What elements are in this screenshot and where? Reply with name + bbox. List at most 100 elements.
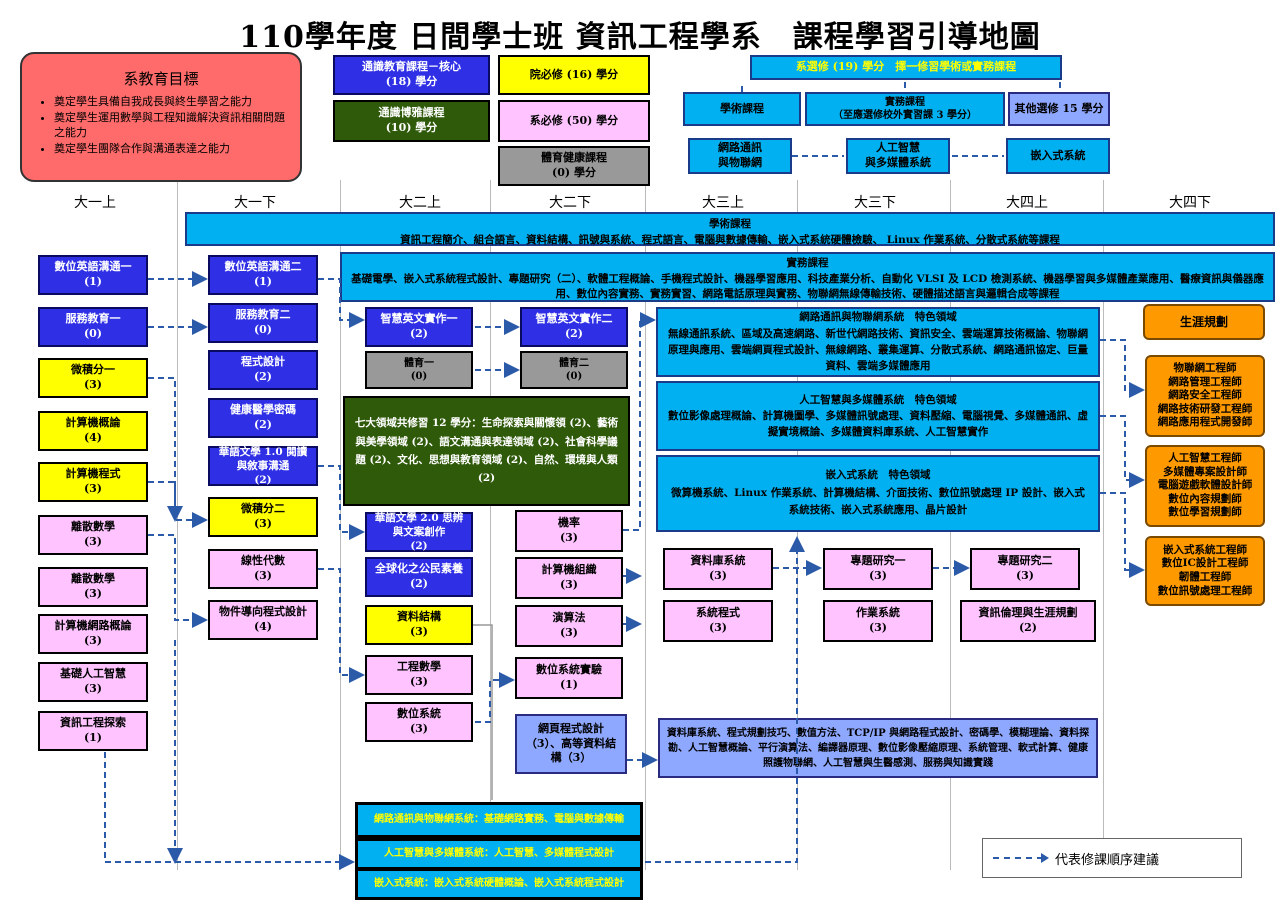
course-name: 服務教育二	[235, 308, 291, 322]
course-name: 微積分一	[71, 363, 115, 377]
course-box: 計算機程式(3)	[38, 462, 148, 502]
ai-mm-domain: 人工智慧 與多媒體系統	[846, 138, 950, 174]
course-box: 系統程式(3)	[663, 600, 773, 642]
course-credits: (3)	[83, 634, 103, 647]
gen-ed-core-credits: 通識教育課程－核心 (18) 學分	[333, 55, 490, 95]
course-credits: (0)	[83, 327, 103, 340]
column-divider	[490, 180, 491, 870]
course-credits: (0)	[565, 371, 583, 382]
course-name: 離散數學	[71, 520, 115, 534]
career-item: 電腦遊戲軟體設計師	[1157, 479, 1253, 492]
legend-text: 代表修課順序建議	[1055, 852, 1160, 868]
course-credits: (2)	[1018, 621, 1038, 634]
course-box: 機率(3)	[515, 510, 623, 552]
column-header: 大一下	[234, 195, 276, 211]
domain-embedded: 嵌入式系統 特色領域 微算機系統、Linux 作業系統、計算機結構、介面技術、數…	[656, 455, 1100, 532]
goal-item: 奠定學生運用數學與工程知識解決資訊相關問題之能力	[54, 111, 290, 140]
course-credits: (2)	[409, 577, 429, 590]
course-credits: (0)	[253, 323, 273, 336]
practical-track-box: 實務課程 （至應選修校外實習課 3 學分）	[805, 92, 1005, 126]
domain-body: 微算機系統、Linux 作業系統、計算機結構、介面技術、數位訊號處理 IP 設計…	[671, 486, 1085, 517]
course-name: 資訊倫理與生涯規劃	[978, 606, 1078, 620]
course-credits: (3)	[868, 569, 888, 582]
course-box: 體育一(0)	[365, 351, 473, 389]
credit-label: 系必修 (50) 學分	[529, 113, 619, 127]
course-name: 專題研究一	[850, 554, 906, 568]
course-name: 微積分二	[241, 502, 285, 516]
course-credits: (2)	[253, 370, 273, 383]
course-credits: (3)	[83, 587, 103, 600]
course-name: 體育二	[559, 357, 589, 369]
course-box: 服務教育二(0)	[208, 303, 318, 343]
career-item: 數位學習規劃師	[1168, 506, 1242, 519]
course-box: 離散數學(3)	[38, 515, 148, 555]
career-title: 生涯規劃	[1179, 314, 1228, 329]
career-item: 網路管理工程師	[1168, 375, 1242, 388]
course-box: 智慧英文實作一(2)	[365, 307, 473, 347]
course-box: 華語文學 2.0 思辨與文案創作(2)	[365, 512, 473, 552]
course-credits: (1)	[253, 275, 273, 288]
course-name: 資料庫系統	[690, 554, 746, 568]
course-box: 微積分二(3)	[208, 497, 318, 537]
course-name: 演算法	[552, 611, 586, 625]
column-header: 大四上	[1006, 195, 1048, 211]
course-box: 數位英語溝通二(1)	[208, 255, 318, 295]
elective-header-text: 系選修 (19) 學分 擇一修習學術或實務課程	[795, 60, 1017, 74]
course-credits: (3)	[83, 378, 103, 391]
course-box: 計算機概論(4)	[38, 411, 148, 451]
course-box: 服務教育一(0)	[38, 307, 148, 347]
column-header: 大二下	[549, 195, 591, 211]
course-box: 計算機網路概論(3)	[38, 614, 148, 654]
course-credits: (4)	[253, 620, 273, 633]
course-credits: (4)	[83, 431, 103, 444]
course-name: 線性代數	[241, 554, 285, 568]
course-name: 工程數學	[397, 660, 441, 674]
domain-body: 無線通訊系統、區域及高速網路、新世代網路技術、資訊安全、雲端運算技術概論、物聯網…	[668, 327, 1088, 373]
course-name: 華語文學 1.0 閱讀與敘事溝通	[218, 445, 308, 472]
banner-title: 實務課程	[786, 257, 829, 269]
course-name: 服務教育一	[65, 312, 121, 326]
course-credits: (3)	[708, 569, 728, 582]
course-name: 數位系統	[397, 707, 441, 721]
column-divider	[177, 180, 178, 870]
column-header: 大二上	[399, 195, 441, 211]
goal-item: 奠定學生具備自我成長與終生學習之能力	[54, 95, 290, 109]
dashed-arrow-icon	[993, 853, 1049, 863]
course-credits: (1)	[83, 275, 103, 288]
career-item: 數位訊號處理工程師	[1157, 584, 1253, 597]
education-goals: 系教育目標 奠定學生具備自我成長與終生學習之能力 奠定學生運用數學與工程知識解決…	[20, 52, 302, 182]
course-credits: (3)	[868, 621, 888, 634]
dept-required-credits: 系必修 (50) 學分	[498, 100, 650, 142]
course-credits: (2)	[564, 327, 584, 340]
course-name: 作業系統	[856, 606, 900, 620]
career-item: 網路應用程式開發師	[1157, 416, 1253, 429]
course-credits: (3)	[559, 578, 579, 591]
other-electives-label: 其他選修 15 學分	[1014, 101, 1104, 115]
course-name: 智慧英文實作一	[380, 312, 458, 326]
elective-list-text: 資料庫系統、程式規劃技巧、數值方法、TCP/IP 與網路程式設計、密碼學、模糊理…	[666, 727, 1090, 769]
career-group-embedded: 嵌入式系統工程師 數位IC設計工程師 韌體工程師 數位訊號處理工程師	[1145, 536, 1265, 606]
net-iot-domain: 網路通訊 與物聯網	[688, 138, 792, 174]
course-box: 專題研究二(3)	[970, 548, 1080, 590]
course-box: 程式設計(2)	[208, 350, 318, 390]
course-name: 專題研究二	[997, 554, 1053, 568]
course-name: 數位英語溝通二	[224, 260, 302, 274]
course-credits: (3)	[253, 569, 273, 582]
course-box: 線性代數(3)	[208, 549, 318, 589]
course-credits: (3)	[83, 682, 103, 695]
course-name: 網頁程式設計（3）、高等資料結構（3）	[525, 721, 617, 765]
course-box: 基礎人工智慧(3)	[38, 662, 148, 702]
course-name: 計算機網路概論	[54, 619, 132, 633]
course-name: 數位英語溝通一	[54, 260, 132, 274]
course-name: 健康醫學密碼	[230, 403, 296, 417]
course-box: 數位英語溝通一(1)	[38, 255, 148, 295]
career-group-ai: 人工智慧工程師 多媒體專案設計師 電腦遊戲軟體設計師 數位內容規劃師 數位學習規…	[1145, 445, 1265, 527]
course-credits: (2)	[410, 540, 428, 553]
general-ed-text: 七大領域共修習 12 學分：生命探索與關懷領 (2)、藝術與美學領域 (2)、語…	[354, 417, 619, 485]
career-item: 網路技術研發工程師	[1157, 402, 1253, 415]
course-name: 全球化之公民素養	[375, 562, 463, 576]
course-name: 系統程式	[696, 606, 740, 620]
course-credits: (2)	[254, 474, 272, 487]
course-box: 數位系統(3)	[365, 702, 473, 742]
academic-track-banner: 學術課程 資訊工程簡介、組合語言、資料結構、訊號與系統、程式語言、電腦與數據傳輸…	[185, 212, 1275, 246]
